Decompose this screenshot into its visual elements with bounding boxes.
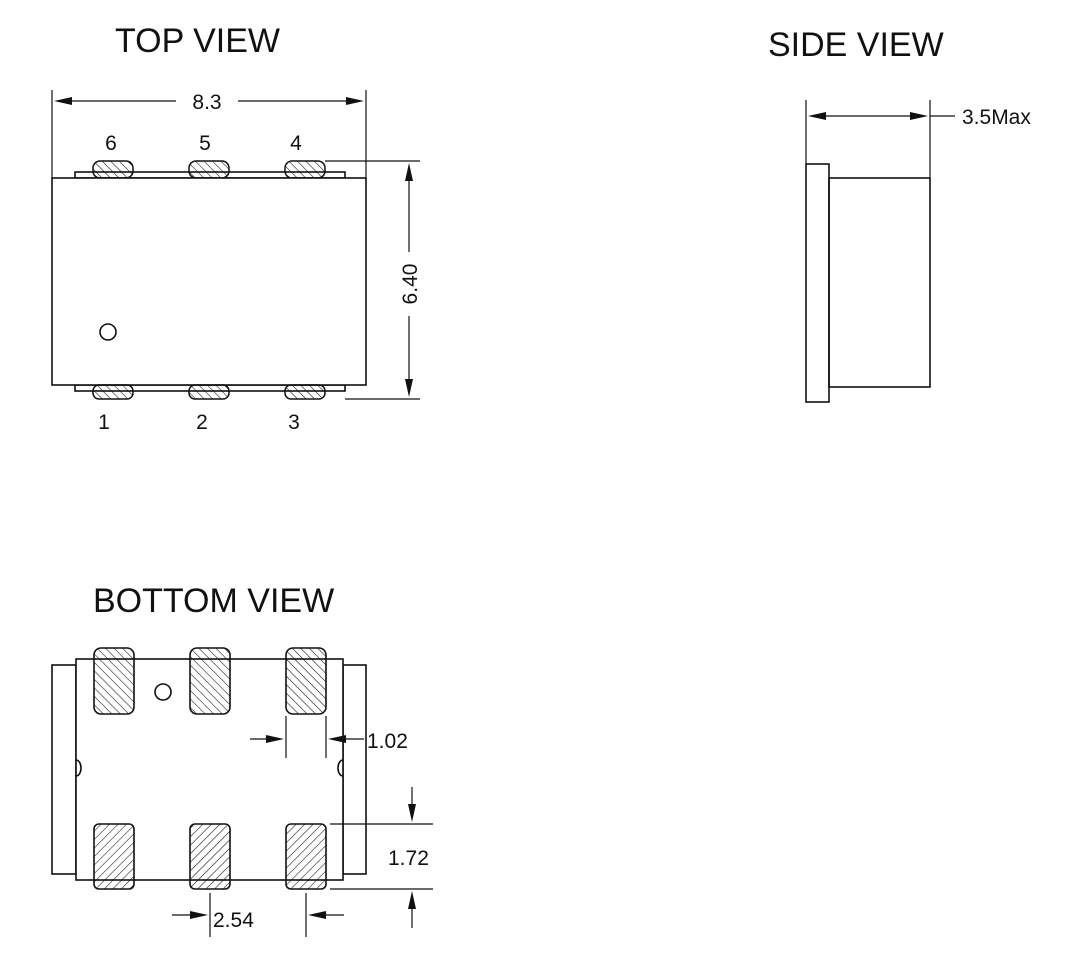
pin-2-label: 2: [196, 411, 208, 434]
side-view: SIDE VIEW 3.5Max: [768, 26, 1031, 403]
pitch-label: 2.54: [213, 909, 254, 932]
thickness-dimension: 3.5Max: [805, 100, 1031, 178]
pad-5: [188, 160, 230, 179]
thickness-dimension-label: 3.5Max: [962, 106, 1031, 129]
pin-4-label: 4: [290, 132, 302, 155]
pad-4: [284, 160, 326, 179]
bottom-pad-lower-3: [285, 823, 327, 890]
pin-3-label: 3: [288, 411, 300, 434]
pitch-dimension: 2.54: [172, 893, 344, 937]
height-dimension-label: 6.40: [399, 264, 422, 305]
bottom-view-title: BOTTOM VIEW: [93, 582, 334, 620]
bottom-view: BOTTOM VIEW 1.02: [51, 582, 433, 937]
bottom-pad-upper-2: [189, 647, 231, 715]
height-dimension: 6.40: [325, 160, 422, 400]
left-notch: [75, 759, 82, 777]
pin-1-label: 1: [98, 411, 110, 434]
top-view-title: TOP VIEW: [115, 22, 280, 60]
pad-3: [284, 384, 326, 400]
pad-length-label: 1.72: [388, 847, 429, 870]
bottom-pad-upper-1: [93, 647, 135, 715]
bottom-pad-upper-3: [285, 647, 327, 715]
side-view-lead: [805, 163, 830, 403]
pad-width-label: 1.02: [367, 730, 408, 753]
side-view-title: SIDE VIEW: [768, 26, 944, 64]
pad-width-dimension: 1.02: [250, 716, 408, 758]
right-notch: [337, 759, 344, 777]
bottom-pad-lower-1: [93, 823, 135, 890]
pad-2: [188, 384, 230, 400]
side-view-body: [828, 177, 931, 388]
pin-6-label: 6: [105, 132, 117, 155]
pad-6: [92, 160, 134, 179]
pin-5-label: 5: [199, 132, 211, 155]
top-view-body: [51, 177, 367, 386]
pin-1-marker: [99, 323, 117, 341]
bottom-pad-lower-2: [189, 823, 231, 890]
left-terminal: [51, 664, 77, 875]
bottom-pin-marker: [154, 683, 172, 701]
pad-length-dimension: 1.72: [330, 787, 433, 928]
width-dimension: 8.3: [51, 90, 367, 178]
width-dimension-label: 8.3: [192, 91, 221, 114]
pad-1: [92, 384, 134, 400]
right-terminal: [342, 664, 367, 875]
top-view: TOP VIEW 8.3 6 5 4 1 2 3: [51, 22, 422, 434]
